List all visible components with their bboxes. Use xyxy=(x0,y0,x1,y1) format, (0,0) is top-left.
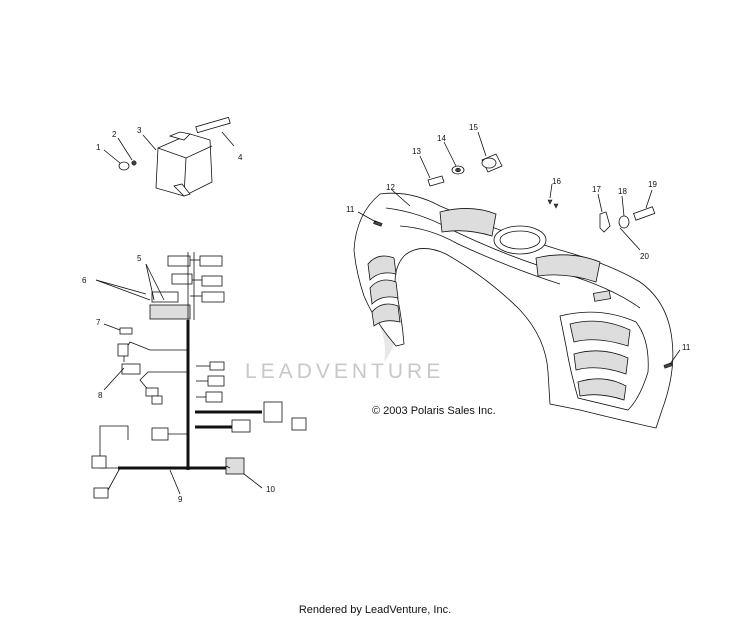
console-assembly xyxy=(353,131,681,429)
copyright-notice: © 2003 Polaris Sales Inc. xyxy=(372,405,496,417)
regulator-assembly xyxy=(103,116,235,197)
callout-3: 3 xyxy=(137,126,142,135)
footer-credit: Rendered by LeadVenture, Inc. xyxy=(298,604,452,616)
callout-15: 15 xyxy=(469,123,478,132)
callout-2: 2 xyxy=(112,130,117,139)
callout-13: 13 xyxy=(412,147,421,156)
watermark-text: LEADVENTURE xyxy=(245,360,444,383)
callout-20: 20 xyxy=(640,252,649,261)
callout-5: 5 xyxy=(137,254,142,263)
callout-9: 9 xyxy=(178,495,183,504)
callout-8: 8 xyxy=(98,391,103,400)
callout-14: 14 xyxy=(437,134,446,143)
callout-12: 12 xyxy=(386,183,395,192)
callout-11a: 11 xyxy=(346,205,355,214)
callout-11b: 11 xyxy=(682,343,691,352)
callout-17: 17 xyxy=(592,185,601,194)
callout-19: 19 xyxy=(648,180,657,189)
callout-10: 10 xyxy=(266,485,275,494)
callout-6: 6 xyxy=(82,276,87,285)
callout-18: 18 xyxy=(618,187,627,196)
wiring-harness xyxy=(91,252,307,499)
callout-4: 4 xyxy=(238,153,243,162)
callout-16: 16 xyxy=(552,177,561,186)
callout-7: 7 xyxy=(96,318,101,327)
callout-1: 1 xyxy=(96,143,101,152)
